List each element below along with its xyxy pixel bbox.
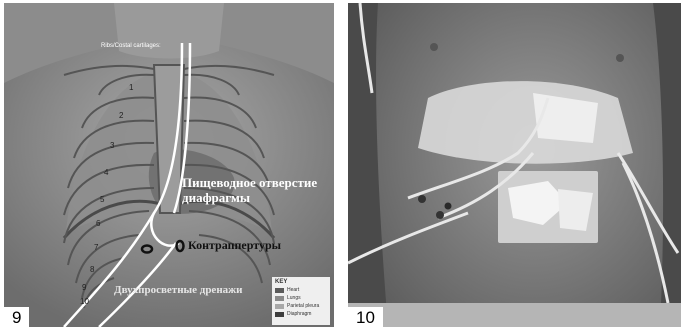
figure-number-9: 9 (4, 307, 29, 327)
key-swatch (275, 304, 284, 309)
tube-connector (436, 211, 444, 219)
key-label: Parietal pleura (287, 303, 319, 309)
rib-number: 6 (96, 219, 100, 228)
drains-label: Двухпросветные дренажи (114, 284, 242, 296)
key-item: Diaphragm (275, 311, 327, 317)
upper-dressing (418, 81, 633, 164)
rib-number: 9 (82, 283, 86, 292)
abdomen-photo (348, 3, 681, 327)
key-swatch (275, 288, 284, 293)
key-item: Heart (275, 287, 327, 293)
key-label: Lungs (287, 295, 301, 301)
tube-connector (445, 203, 452, 210)
key-title: KEY (275, 279, 327, 285)
key-item: Lungs (275, 295, 327, 301)
rib-number: 5 (100, 195, 104, 204)
figure-number-10: 10 (348, 307, 383, 327)
key-item: Parietal pleura (275, 303, 327, 309)
esophageal-opening-label: Пищеводное отверстие диафрагмы (182, 175, 334, 205)
legend-key: KEY Heart Lungs Parietal pleura Diaphrag… (272, 277, 330, 325)
nipple (616, 54, 624, 62)
key-swatch (275, 296, 284, 301)
figure-10-panel: 10 (348, 3, 681, 327)
key-swatch (275, 312, 284, 317)
rib-number: 4 (104, 168, 108, 177)
torso (376, 3, 663, 327)
rib-number: 7 (94, 243, 98, 252)
key-label: Heart (287, 287, 299, 293)
rib-number: 8 (90, 265, 94, 274)
rib-number: 2 (119, 111, 123, 120)
rib-number: 10 (80, 297, 89, 306)
rib-number: 1 (129, 83, 133, 92)
nipple (430, 43, 438, 51)
rib-number: 3 (110, 141, 114, 150)
ribs-heading: Ribs/Costal cartilages: (101, 43, 161, 49)
tube-connector (418, 195, 426, 203)
key-label: Diaphragm (287, 311, 311, 317)
counter-apertures-label: Контраппертуры (188, 238, 281, 253)
figure-9-panel: Ribs/Costal cartilages: 1 2 3 4 5 6 7 8 … (4, 3, 334, 327)
bed-sheet (348, 303, 681, 327)
